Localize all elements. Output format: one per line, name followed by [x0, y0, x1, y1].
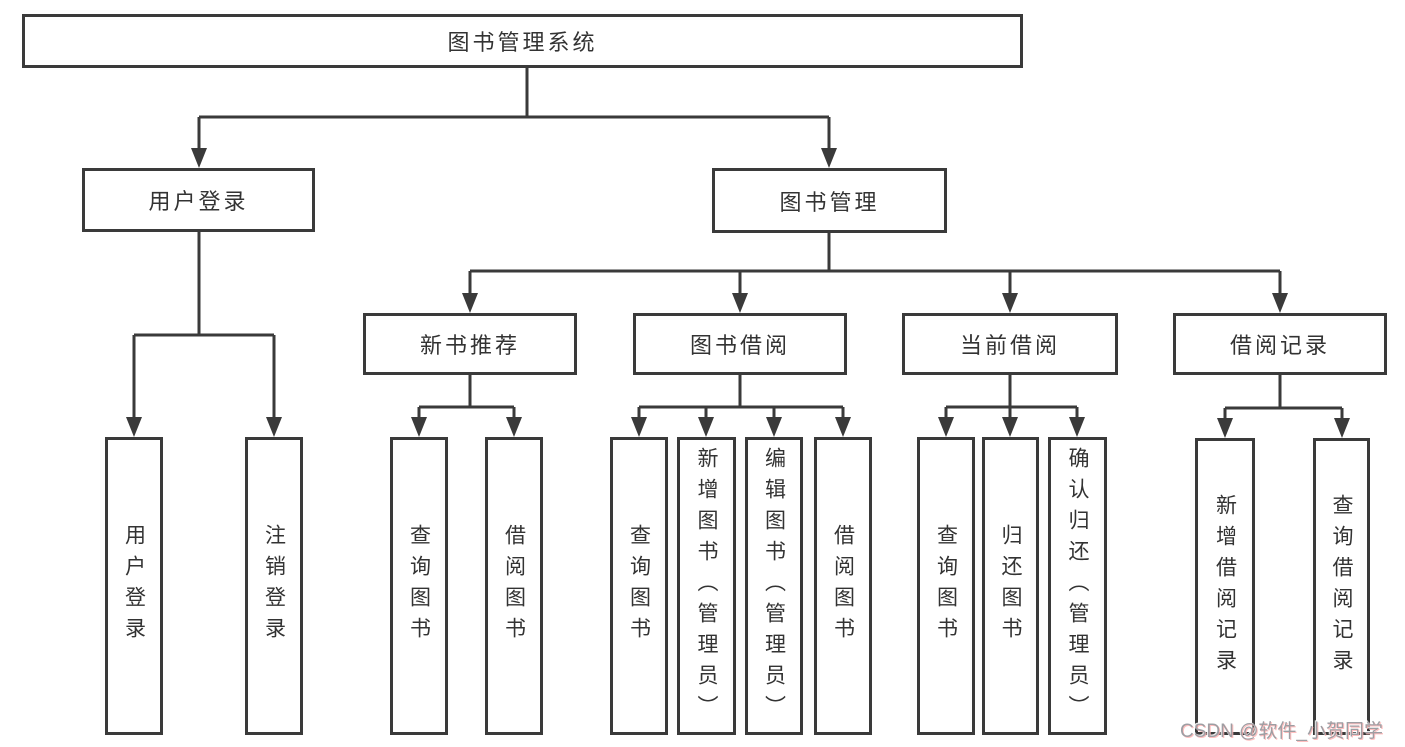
node-label: 查询图书 — [934, 524, 958, 648]
node-new-book-recommendation: 新书推荐 — [363, 313, 577, 375]
leaf-edit-books-admin: 编辑图书（管理员） — [745, 437, 803, 735]
node-label: 图书借阅 — [689, 333, 790, 358]
leaf-user-login: 用户登录 — [105, 437, 163, 735]
node-label: 借阅图书 — [831, 524, 855, 648]
node-label: 当前借阅 — [959, 333, 1060, 358]
node-book-management: 图书管理 — [712, 168, 947, 233]
leaf-add-books-admin: 新增图书（管理员） — [677, 437, 736, 735]
node-label: 借阅图书 — [502, 524, 526, 648]
node-label: 用户登录 — [122, 524, 146, 648]
node-label: 查询图书 — [627, 524, 651, 648]
node-user-login: 用户登录 — [82, 168, 315, 232]
node-label: 新增借阅记录 — [1213, 493, 1237, 680]
node-label: 新增图书（管理员） — [695, 446, 718, 726]
leaf-borrow-books-recommend: 借阅图书 — [485, 437, 543, 735]
leaf-confirm-return-admin: 确认归还（管理员） — [1048, 437, 1107, 735]
node-label: 查询借阅记录 — [1330, 493, 1353, 680]
node-label: 借阅记录 — [1229, 333, 1330, 358]
node-library-management-system: 图书管理系统 — [22, 14, 1023, 68]
node-current-borrowing: 当前借阅 — [902, 313, 1118, 375]
leaf-add-borrow-record: 新增借阅记录 — [1195, 438, 1255, 735]
leaf-logout: 注销登录 — [245, 437, 303, 735]
leaf-query-books-current: 查询图书 — [917, 437, 975, 735]
node-label: 用户登录 — [148, 189, 249, 214]
node-label: 图书管理系统 — [447, 30, 598, 55]
node-label: 查询图书 — [407, 524, 431, 648]
node-label: 图书管理 — [779, 189, 880, 215]
node-label: 编辑图书（管理员） — [762, 446, 786, 726]
node-label: 新书推荐 — [419, 333, 520, 358]
node-book-borrowing: 图书借阅 — [633, 313, 847, 375]
leaf-query-books-recommend: 查询图书 — [390, 437, 448, 735]
leaf-return-books: 归还图书 — [982, 437, 1039, 735]
node-borrowing-records: 借阅记录 — [1173, 313, 1387, 375]
leaf-query-books-borrowing: 查询图书 — [610, 437, 668, 735]
arrowheads — [126, 148, 1350, 438]
leaf-borrow-books-borrowing: 借阅图书 — [814, 437, 872, 735]
leaf-query-borrow-record: 查询借阅记录 — [1313, 438, 1370, 735]
node-label: 注销登录 — [262, 524, 286, 648]
node-label: 确认归还（管理员） — [1066, 446, 1089, 726]
node-label: 归还图书 — [999, 524, 1022, 648]
csdn-watermark: CSDN @软件_小贺同学 — [1180, 721, 1383, 742]
